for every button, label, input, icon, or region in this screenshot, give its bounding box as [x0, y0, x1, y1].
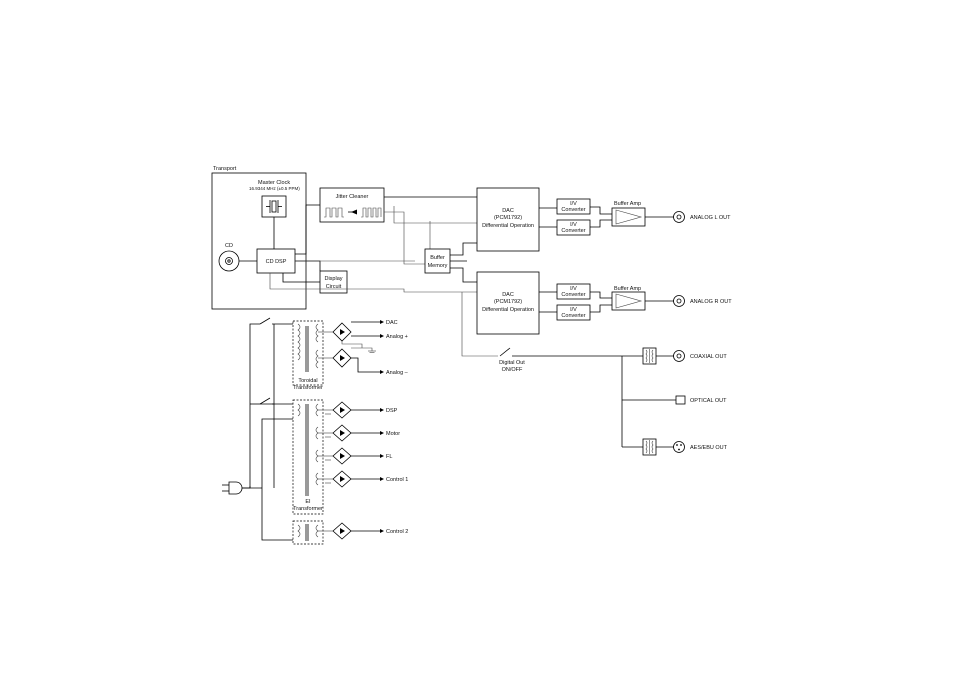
dac-r-line2: (PCM1792)	[494, 299, 522, 305]
rail-dsp-label: DSP	[386, 408, 398, 414]
dac-l-box	[476, 187, 540, 252]
iv-converter-r1	[556, 283, 591, 300]
toroidal-transformer-frame	[292, 320, 324, 386]
ei-label-1: EI	[305, 499, 311, 505]
coaxial-transformer-icon	[642, 347, 657, 365]
rectifier-motor-icon	[332, 424, 352, 442]
analog-l-jack-icon	[673, 211, 685, 223]
control2-transformer-frame	[292, 520, 324, 545]
master-clock-label: Master Clock	[258, 180, 290, 186]
optical-jack-icon	[675, 395, 686, 405]
cd-dsp-label: CD DSP	[266, 259, 287, 265]
iv-converter-r2	[556, 304, 591, 321]
jitter-cleaner-label: Jitter Cleaner	[336, 194, 369, 200]
cd-dsp-box	[256, 248, 296, 274]
analog-r-jack-icon	[673, 295, 685, 307]
iv-l2-label-1: I/V	[570, 222, 577, 228]
toroidal-coil-icon	[297, 323, 319, 372]
buffer-memory-label-1: Buffer	[430, 255, 445, 261]
rail-analog-plus-label: Analog +	[386, 334, 408, 340]
control2-coil-icon	[297, 524, 319, 541]
ei-transformer-frame	[292, 399, 324, 515]
analog-l-out-label: ANALOG L OUT	[690, 215, 731, 221]
dac-l-line3: Differential Operation	[482, 223, 534, 229]
iv-l1-label-1: I/V	[570, 201, 577, 207]
dac-l-line2: (PCM1792)	[494, 215, 522, 221]
display-circuit-label-1: Display	[324, 276, 342, 282]
cd-disc-icon	[218, 250, 240, 272]
buffer-memory-box	[424, 248, 451, 274]
rectifier-control2-icon	[332, 522, 352, 540]
ground-icon	[325, 341, 376, 484]
digital-out-label-1: Digital Out	[499, 360, 525, 366]
aes-transformer-icon	[642, 438, 657, 456]
transport-title: Transport	[213, 166, 237, 172]
rail-fl-label: FL	[386, 454, 392, 460]
transport-frame	[211, 172, 307, 310]
iv-converter-l2	[556, 219, 591, 236]
iv-converter-l1	[556, 198, 591, 215]
coaxial-out-label: COAXIAL OUT	[690, 354, 727, 360]
rail-control1-label: Control 1	[386, 477, 408, 483]
rectifier-fl-icon	[332, 447, 352, 465]
rail-motor-label: Motor	[386, 431, 400, 437]
rail-control2-label: Control 2	[386, 529, 408, 535]
digital-out-label-2: ON/OFF	[502, 367, 523, 373]
buffer-memory-label-2: Memory	[428, 263, 448, 269]
power-rail-arrows	[351, 320, 384, 533]
buffer-amp-r-label: Buffer Amp	[614, 286, 641, 292]
analog-r-out-label: ANALOG R OUT	[690, 299, 732, 305]
display-circuit-label-2: Circuit	[326, 284, 342, 290]
amp-r-triangle-icon	[615, 293, 643, 309]
crystal-icon	[266, 200, 282, 213]
dac-r-box	[476, 271, 540, 335]
cd-label: CD	[225, 243, 233, 249]
dac-r-line3: Differential Operation	[482, 307, 534, 313]
ei-label-2: Transformer	[293, 506, 323, 512]
optical-out-label: OPTICAL OUT	[690, 398, 727, 404]
iv-r2-label-1: I/V	[570, 307, 577, 313]
digital-out-switch	[499, 347, 511, 357]
buffer-amp-l-label: Buffer Amp	[614, 201, 641, 207]
rectifier-dac-icon	[332, 322, 352, 342]
power-plug-icon	[222, 481, 243, 495]
ei-coil-icon	[297, 403, 319, 496]
iv-r2-label-2: Converter	[561, 313, 585, 319]
iv-r1-label-2: Converter	[561, 292, 585, 298]
jitter-waveform-icon	[324, 207, 382, 218]
dac-l-line1: DAC	[502, 208, 514, 214]
iv-l2-label-2: Converter	[561, 228, 585, 234]
aes-ebu-out-label: AES/EBU OUT	[690, 445, 728, 451]
rectifier-dsp-icon	[332, 401, 352, 419]
iv-r1-label-1: I/V	[570, 286, 577, 292]
dac-r-line1: DAC	[502, 292, 514, 298]
master-clock-spec: 16.9344 MHz (±0.5 PPM)	[249, 186, 300, 191]
coaxial-jack-icon	[673, 350, 685, 362]
iv-l1-label-2: Converter	[561, 207, 585, 213]
rectifier-analog-icon	[332, 348, 352, 368]
aes-ebu-jack-icon	[673, 441, 685, 453]
toroidal-label-2: Transformer	[293, 385, 323, 391]
rail-dac-label: DAC	[386, 320, 398, 326]
rectifier-control1-icon	[332, 470, 352, 488]
amp-l-triangle-icon	[615, 209, 643, 225]
toroidal-label-1: Toroidal	[298, 378, 317, 384]
rail-analog-minus-label: Analog –	[386, 370, 409, 376]
